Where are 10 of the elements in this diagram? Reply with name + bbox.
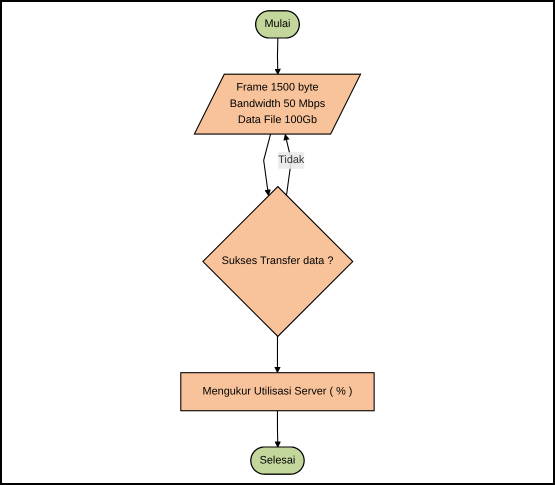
- arrow: [274, 336, 281, 373]
- input-parallelogram: Frame 1500 byte Bandwidth 50 Mbps Data File 100Gb: [194, 74, 362, 135]
- arrow: [263, 134, 272, 196]
- arrow: [274, 410, 281, 448]
- terminal-node: Selesai: [250, 446, 305, 475]
- process-box: Mengukur Utilisasi Server ( % ): [180, 372, 375, 412]
- edge-label: Tidak: [278, 152, 304, 168]
- terminal-node: Mulai: [255, 10, 300, 39]
- arrow: [274, 38, 281, 75]
- decision-diamond: Sukses Transfer data ?: [202, 186, 354, 338]
